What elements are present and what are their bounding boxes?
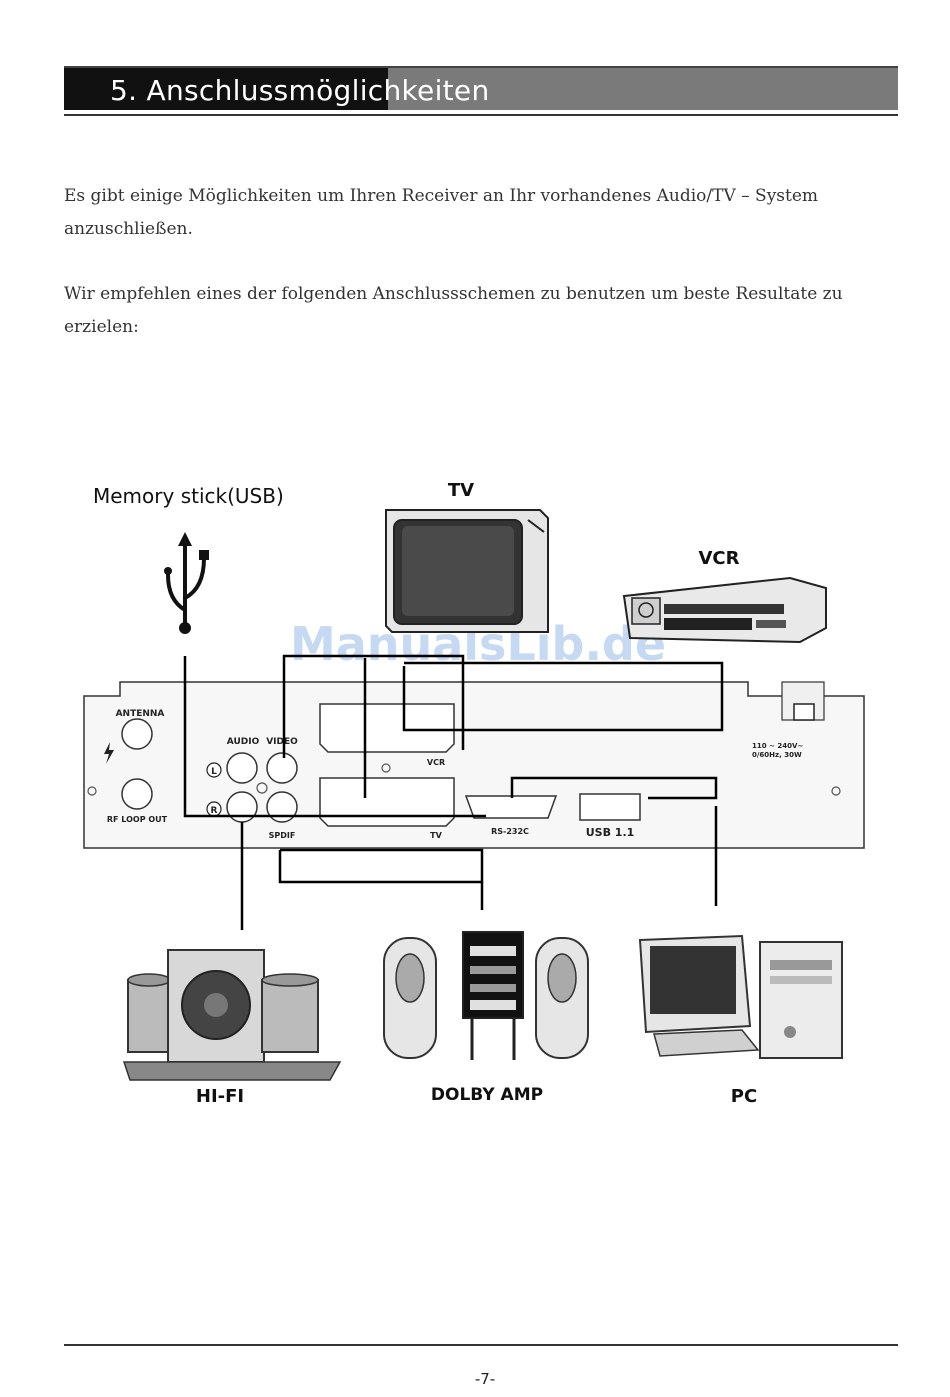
- connection-diagram: ManualsLib.de Memory stick(USB) TV VCR: [83, 480, 865, 1107]
- rs232-pc-cable: [510, 776, 718, 800]
- audio-left-port: [226, 752, 258, 784]
- rf-loop-out-port: [121, 778, 153, 810]
- audio-right-port: [226, 791, 258, 823]
- recommend-paragraph: Wir empfehlen eines der folgenden Anschl…: [64, 284, 843, 337]
- tv-label: TV: [448, 480, 474, 501]
- spdif-port: [266, 791, 298, 823]
- power-rating-line1: 110 ~ 240V~: [752, 742, 803, 750]
- dolby-amp-icon: [383, 931, 589, 1060]
- video-port-label: VIDEO: [266, 737, 298, 747]
- tv-scart-port: [319, 777, 455, 827]
- usb-port-label: USB 1.1: [586, 826, 635, 839]
- video-port: [266, 752, 298, 784]
- right-marker: R: [211, 806, 218, 816]
- tv-icon: [385, 509, 549, 633]
- usb-cable: [183, 656, 486, 818]
- left-marker: L: [211, 767, 217, 777]
- vcr-cable: [402, 661, 724, 732]
- intro-paragraph: Es gibt einige Möglichkeiten um Ihren Re…: [64, 186, 819, 239]
- usb-icon: [164, 532, 209, 634]
- hifi-label: HI-FI: [196, 1086, 244, 1107]
- rs232c-port: [464, 795, 558, 819]
- page-number: -7-: [474, 1370, 496, 1388]
- pc-label: PC: [731, 1086, 757, 1107]
- pc-icon: [638, 934, 843, 1059]
- usb-device-label: Memory stick(USB): [93, 484, 284, 508]
- tv-video-cable: [282, 654, 465, 758]
- lightning-icon: [104, 742, 114, 764]
- header-underline: [64, 114, 898, 116]
- spdif-amp-cable: [278, 848, 484, 884]
- hifi-icon: [122, 949, 342, 1081]
- section-title: 5. Anschlussmöglichkeiten: [110, 74, 490, 107]
- audio-port-label: AUDIO: [227, 737, 260, 747]
- receiver-rear-panel: ANTENNA RF LOOP OUT AUDIO VIDEO L R SPDI…: [83, 681, 865, 849]
- rf-loop-out-label: RF LOOP OUT: [107, 815, 168, 824]
- vcr-scart-label: VCR: [427, 758, 445, 767]
- dolby-amp-label: DOLBY AMP: [431, 1085, 543, 1105]
- footer-rule: [64, 1344, 898, 1346]
- antenna-port-label: ANTENNA: [116, 709, 165, 719]
- spdif-port-label: SPDIF: [269, 831, 296, 840]
- tv-scart-label: TV: [430, 831, 442, 840]
- rs232c-label: RS-232C: [491, 827, 529, 836]
- connection-cables: [183, 654, 724, 930]
- section-header: 5. Anschlussmöglichkeiten: [64, 66, 898, 116]
- vcr-icon: [622, 576, 827, 644]
- power-rating-line2: 0/60Hz, 30W: [752, 751, 802, 759]
- vcr-label: VCR: [698, 548, 739, 569]
- vcr-scart-port: [319, 703, 455, 753]
- antenna-port: [121, 718, 153, 750]
- usb-port: [579, 793, 641, 821]
